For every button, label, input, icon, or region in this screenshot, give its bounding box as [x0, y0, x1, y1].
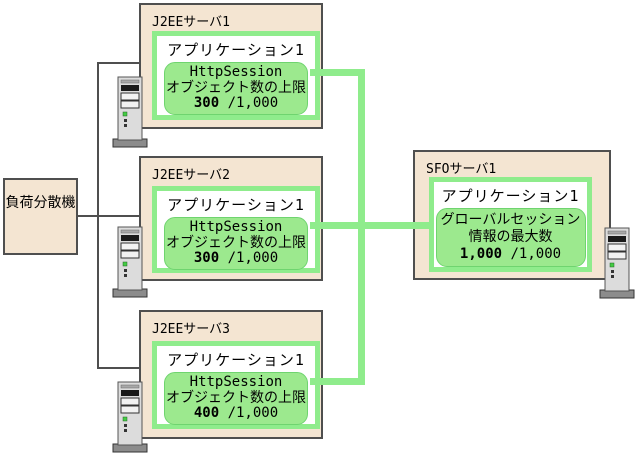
- session-label-line2: オブジェクト数の上限: [166, 234, 306, 251]
- session-value-line: 300 /1,000: [165, 95, 307, 112]
- server-tower-icon: [112, 381, 148, 453]
- session-current-value: 300: [193, 250, 220, 266]
- session-current-value: 400: [193, 405, 220, 421]
- session-value-line: 300 /1,000: [165, 250, 307, 267]
- sfo-server-title: SFOサーバ1: [426, 162, 497, 177]
- application-box: アプリケーション1 HttpSession オブジェクト数の上限 400 /1,…: [152, 341, 320, 429]
- http-session-limit-box: HttpSession オブジェクト数の上限 400 /1,000: [164, 372, 308, 425]
- session-max-value: /1,000: [219, 405, 279, 421]
- green-connector-server2-to-sfo: [310, 222, 433, 229]
- server-tower-icon: [112, 76, 148, 148]
- session-current-value: 1,000: [459, 246, 503, 262]
- j2ee-server-2-box: J2EEサーバ2 アプリケーション1 HttpSession オブジェクト数の上…: [139, 156, 323, 281]
- green-connector-server1: [310, 69, 365, 76]
- session-label-line1: HttpSession: [189, 64, 283, 80]
- application-box: アプリケーション1 HttpSession オブジェクト数の上限 300 /1,…: [152, 186, 320, 273]
- j2ee-server-3-box: J2EEサーバ3 アプリケーション1 HttpSession オブジェクト数の上…: [139, 310, 323, 439]
- sfo-server-box: SFOサーバ1 アプリケーション1 グローバルセッション 情報の最大数 1,00…: [413, 150, 611, 280]
- server-tower-icon: [599, 227, 635, 299]
- session-value-line: 400 /1,000: [165, 405, 307, 422]
- session-label-line2: オブジェクト数の上限: [166, 79, 306, 96]
- session-label-line1: グローバルセッション: [440, 212, 581, 228]
- j2ee-server-1-box: J2EEサーバ1 アプリケーション1 HttpSession オブジェクト数の上…: [139, 3, 323, 129]
- application-box: アプリケーション1 グローバルセッション 情報の最大数 1,000 /1,000: [429, 177, 592, 272]
- connector-lb-to-server2: [77, 215, 140, 217]
- session-current-value: 300: [193, 95, 220, 111]
- server-tower-icon: [112, 226, 148, 298]
- load-balancer-box: 負荷分散機: [3, 178, 78, 255]
- session-label-line2: オブジェクト数の上限: [166, 389, 306, 406]
- application-title: アプリケーション1: [167, 196, 305, 214]
- session-value-line: 1,000 /1,000: [437, 246, 585, 263]
- session-max-value: /1,000: [502, 246, 562, 262]
- global-session-max-box: グローバルセッション 情報の最大数 1,000 /1,000: [435, 208, 586, 267]
- application-title: アプリケーション1: [441, 187, 580, 205]
- j2ee-server-2-title: J2EEサーバ2: [152, 168, 231, 183]
- session-max-value: /1,000: [219, 250, 279, 266]
- session-max-value: /1,000: [219, 95, 279, 111]
- application-title: アプリケーション1: [167, 41, 305, 59]
- j2ee-server-3-title: J2EEサーバ3: [152, 322, 231, 337]
- load-balancer-label: 負荷分散機: [5, 195, 76, 211]
- http-session-limit-box: HttpSession オブジェクト数の上限 300 /1,000: [164, 62, 308, 115]
- application-box: アプリケーション1 HttpSession オブジェクト数の上限 300 /1,…: [152, 31, 320, 120]
- connector-lb-to-server3: [97, 367, 140, 369]
- j2ee-server-1-title: J2EEサーバ1: [152, 15, 231, 30]
- session-label-line1: HttpSession: [189, 219, 283, 235]
- connector-lb-vertical: [97, 62, 99, 369]
- session-label-line2: 情報の最大数: [468, 229, 553, 245]
- green-connector-server3: [310, 378, 365, 385]
- connector-lb-to-server1: [97, 62, 140, 64]
- session-label-line1: HttpSession: [189, 374, 283, 390]
- http-session-limit-box: HttpSession オブジェクト数の上限 300 /1,000: [164, 217, 308, 270]
- application-title: アプリケーション1: [167, 351, 305, 369]
